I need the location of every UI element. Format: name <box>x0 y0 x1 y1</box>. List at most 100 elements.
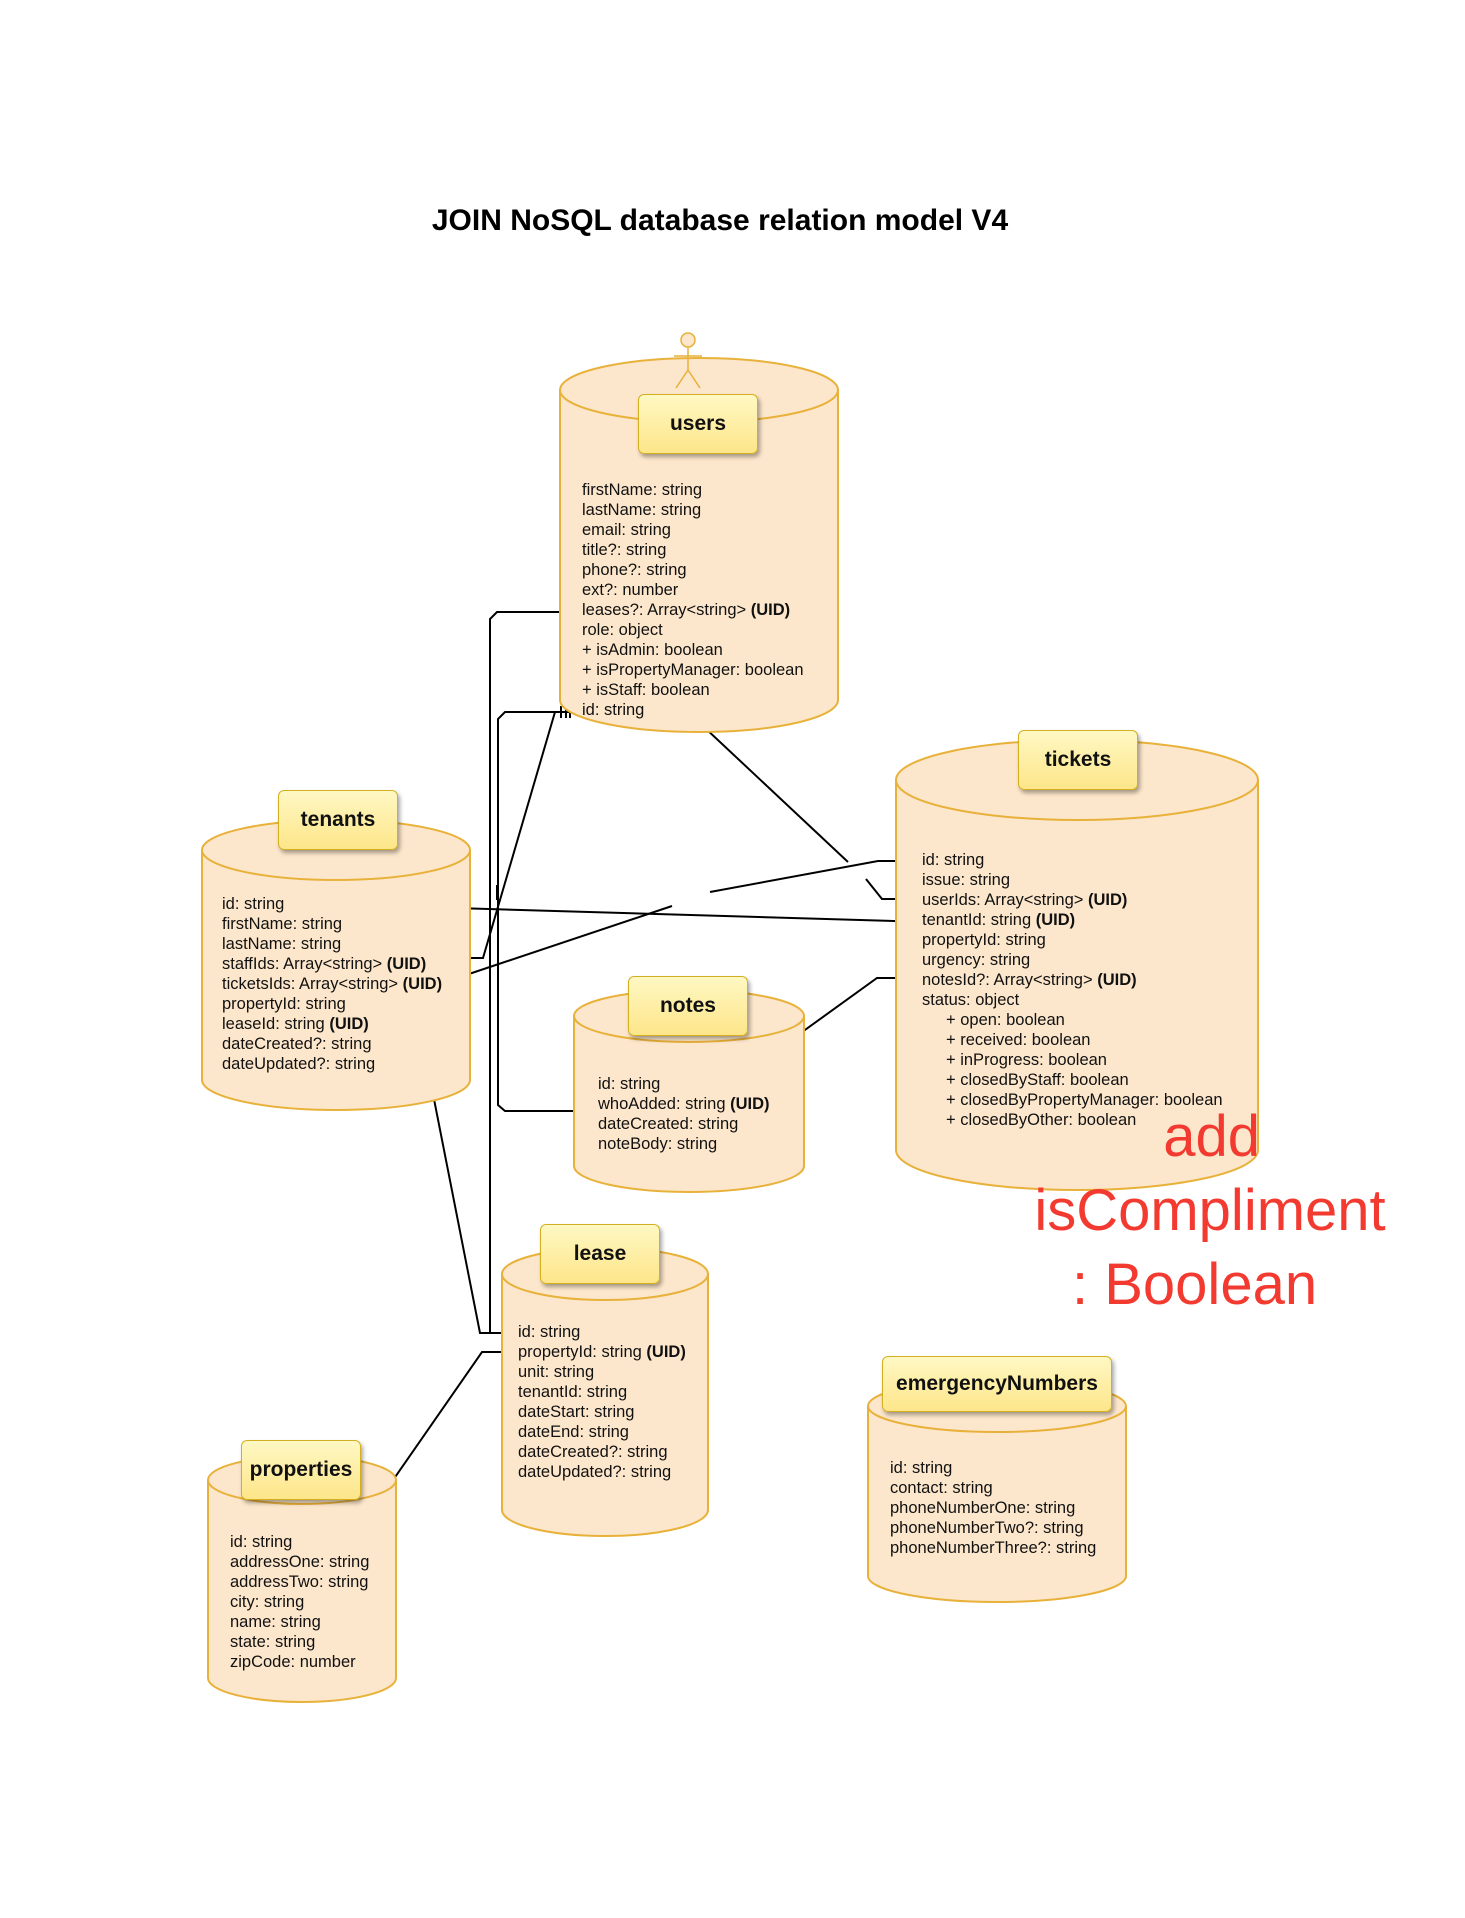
field-text: id: string <box>598 1075 661 1093</box>
field-text: dateEnd: string <box>518 1423 629 1441</box>
field-text: phoneNumberTwo?: string <box>890 1519 1084 1537</box>
field-text: + received: boolean <box>946 1031 1091 1049</box>
field-row: ticketsIds: Array<string> (UID) <box>222 974 442 994</box>
field-row: dateCreated?: string <box>518 1442 686 1462</box>
field-text: + inProgress: boolean <box>946 1051 1107 1069</box>
field-row: phone?: string <box>582 560 804 580</box>
uid-marker: (UID) <box>1097 971 1137 989</box>
field-text: phone?: string <box>582 561 687 579</box>
field-text: firstName: string <box>582 481 703 499</box>
field-text: contact: string <box>890 1479 993 1497</box>
field-text: state: string <box>230 1633 316 1651</box>
field-text: dateCreated?: string <box>518 1443 668 1461</box>
field-text: status: object <box>922 991 1020 1009</box>
field-text: propertyId: string <box>518 1343 642 1361</box>
uid-marker: (UID) <box>1088 891 1128 909</box>
field-row: urgency: string <box>922 950 1223 970</box>
field-text: noteBody: string <box>598 1135 718 1153</box>
field-text: addressOne: string <box>230 1553 370 1571</box>
entity-label: notes <box>628 976 748 1036</box>
field-row: + open: boolean <box>922 1010 1223 1030</box>
uid-marker: (UID) <box>750 601 791 619</box>
field-row: phoneNumberThree?: string <box>890 1538 1096 1558</box>
field-row: title?: string <box>582 540 804 560</box>
field-text: urgency: string <box>922 951 1031 969</box>
field-row: staffIds: Array<string> (UID) <box>222 954 442 974</box>
field-text: id: string <box>222 895 285 913</box>
field-text: phoneNumberOne: string <box>890 1499 1076 1517</box>
field-text: dateUpdated?: string <box>222 1055 376 1073</box>
field-row: email: string <box>582 520 804 540</box>
field-row: id: string <box>582 700 804 720</box>
field-text: id: string <box>582 701 645 719</box>
field-text: propertyId: string <box>222 995 346 1013</box>
uid-marker: (UID) <box>730 1095 770 1113</box>
field-row: leases?: Array<string> (UID) <box>582 600 804 620</box>
actor-icon <box>674 332 702 389</box>
field-row: lastName: string <box>582 500 804 520</box>
entity-label: properties <box>241 1440 361 1500</box>
field-row: + closedByPropertyManager: boolean <box>922 1090 1223 1110</box>
field-row: + closedByStaff: boolean <box>922 1070 1223 1090</box>
uid-marker: (UID) <box>386 955 427 973</box>
field-row: firstName: string <box>222 914 442 934</box>
entity-label: tickets <box>1018 730 1138 790</box>
field-text: + isStaff: boolean <box>582 681 710 699</box>
field-text: + isAdmin: boolean <box>582 641 723 659</box>
field-text: firstName: string <box>222 915 343 933</box>
field-row: id: string <box>518 1322 686 1342</box>
field-text: notesId?: Array<string> <box>922 971 1093 989</box>
field-text: + closedByPropertyManager: boolean <box>946 1091 1223 1109</box>
field-row: + isAdmin: boolean <box>582 640 804 660</box>
entity-label: emergencyNumbers <box>882 1356 1112 1412</box>
field-row: unit: string <box>518 1362 686 1382</box>
field-row: tenantId: string <box>518 1382 686 1402</box>
field-text: propertyId: string <box>922 931 1046 949</box>
uid-marker: (UID) <box>1035 911 1076 929</box>
field-text: tenantId: string <box>518 1383 628 1401</box>
field-row: ext?: number <box>582 580 804 600</box>
field-text: id: string <box>922 851 985 869</box>
field-row: id: string <box>598 1074 770 1094</box>
field-text: addressTwo: string <box>230 1573 369 1591</box>
field-text: + open: boolean <box>946 1011 1065 1029</box>
link-tenants-tickets-tickets-id <box>456 905 673 979</box>
field-text: whoAdded: string <box>598 1095 726 1113</box>
field-text: email: string <box>582 521 671 539</box>
field-text: lastName: string <box>222 935 342 953</box>
field-row: dateUpdated?: string <box>222 1054 442 1074</box>
field-row: phoneNumberTwo?: string <box>890 1518 1096 1538</box>
cylinder-shape <box>573 989 805 1193</box>
field-row: dateCreated?: string <box>222 1034 442 1054</box>
field-text: + isPropertyManager: boolean <box>582 661 804 679</box>
field-row: addressOne: string <box>230 1552 369 1572</box>
field-row: dateEnd: string <box>518 1422 686 1442</box>
field-text: + closedByOther: boolean <box>946 1111 1137 1129</box>
annotation-line: add <box>1163 1104 1260 1169</box>
field-row: + received: boolean <box>922 1030 1223 1050</box>
entity-tenants[interactable]: tenants id: string firstName: string lastN… <box>200 790 472 1120</box>
entity-label: tenants <box>278 790 398 850</box>
field-row: issue: string <box>922 870 1223 890</box>
field-row: role: object <box>582 620 804 640</box>
cylinder-shape <box>201 819 471 1111</box>
link-tenants-tickets-tickets-id-b <box>709 860 910 893</box>
field-text: issue: string <box>922 871 1011 889</box>
annotation-note: add isCompliment : Boolean <box>1000 1100 1420 1322</box>
field-text: staffIds: Array<string> <box>222 955 383 973</box>
field-text: title?: string <box>582 541 667 559</box>
field-row: zipCode: number <box>230 1652 369 1672</box>
field-text: zipCode: number <box>230 1653 356 1671</box>
field-row: + closedByOther: boolean <box>922 1110 1223 1130</box>
